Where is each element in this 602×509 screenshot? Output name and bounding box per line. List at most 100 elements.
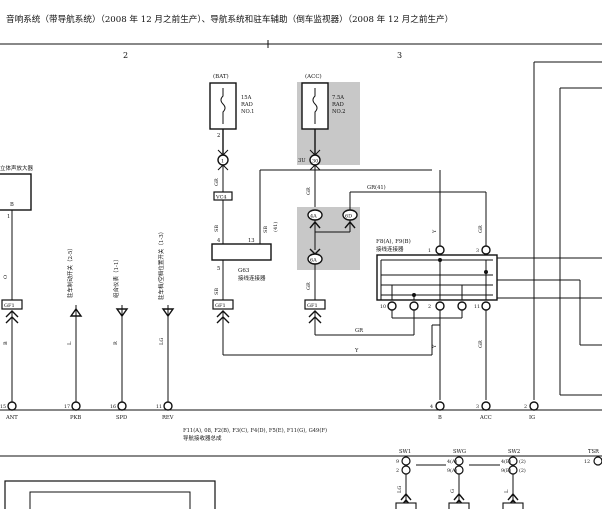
connector-gf1-b-label: GF1 — [307, 303, 318, 309]
pin-ig — [529, 401, 539, 411]
bottom-sw1: SW1 — [399, 449, 411, 455]
connector-gf1-amp — [1, 299, 23, 310]
connector-g63-name: G63 — [238, 268, 250, 274]
wire-sb41: (41) — [272, 222, 279, 232]
svg-text:VC4: VC4 — [215, 195, 227, 201]
bottom-n9: 9 — [396, 459, 399, 465]
bottom-f52: 4(B) — [501, 458, 511, 465]
f8-pin-top-2 — [481, 245, 491, 255]
f8-pin-top-1 — [435, 245, 445, 255]
connector-f8-desc: 接线连接器 — [376, 245, 404, 253]
wire-b: B — [3, 341, 9, 345]
pin-ig-num: 2 — [524, 404, 527, 410]
pin-ant-label: ANT — [5, 415, 18, 421]
bottom-a1: 4(A) — [447, 458, 457, 465]
svg-text:1: 1 — [428, 248, 431, 254]
wire-gr-bat: GR — [214, 178, 220, 186]
wire-gr-bottom: GR — [355, 328, 364, 334]
bottom-wire-g: G — [450, 489, 456, 493]
fuse-acc-name: RAD — [332, 102, 344, 108]
junction-dot-3 — [412, 293, 416, 297]
junction-6a-label: 6A — [310, 258, 317, 264]
bottom-swg: SWG — [453, 449, 466, 455]
fuse-acc-icon — [312, 88, 318, 124]
bottom-box-outer — [4, 480, 216, 509]
connector-gf1-amp-label: GF1 — [4, 303, 15, 309]
pin-pkb-label: PKB — [70, 415, 81, 421]
connector-gf1-b — [304, 299, 326, 310]
f8-pin-bot-5 — [481, 301, 491, 311]
pin-ant — [7, 401, 17, 411]
pin-acc-num: 3 — [476, 404, 479, 410]
bottom-pin-tsr — [593, 456, 602, 466]
junction-4a-label: 4A — [310, 214, 317, 220]
fuse-bat-icon — [220, 88, 226, 124]
svg-text:2: 2 — [428, 304, 431, 310]
pin-spd — [117, 401, 127, 411]
f8-pin-bot-1 — [387, 301, 397, 311]
diagram-title: 音响系统（带导航系统）（2008 年 12 月之前生产）、导航系统和驻车辅助（倒… — [6, 13, 453, 25]
svg-text:11: 11 — [474, 304, 480, 310]
svg-text:3: 3 — [476, 248, 479, 254]
wire-r: R — [113, 341, 119, 345]
wire-gr41: GR(41) — [367, 184, 386, 191]
wire-sb-3: SB — [214, 288, 220, 295]
svg-text:30: 30 — [312, 159, 318, 165]
bottom-pin-2a — [454, 456, 464, 466]
switch-rev-label: 驻车档/空档位置开关（1-3） — [157, 229, 165, 300]
pin-b-num: 4 — [430, 404, 433, 410]
receiver-name: 导航接收器总成 — [183, 434, 222, 442]
bottom-box-inner — [29, 491, 191, 509]
bottom-f53: 9(B) — [501, 467, 511, 474]
bottom-p1: (2) — [519, 458, 526, 465]
connector-g63-pin-b: 13 — [248, 238, 255, 244]
junction-dot-2 — [484, 270, 488, 274]
connector-gf1-a — [212, 299, 234, 310]
bottom-pin-3b — [508, 465, 518, 475]
f8-pin-bot-3 — [435, 301, 445, 311]
wire-y-bottom: Y — [354, 348, 359, 354]
connector-g63-desc: 接线连接器 — [238, 274, 266, 282]
bottom-p2: (2) — [519, 467, 526, 474]
svg-text:10: 10 — [380, 304, 386, 310]
fuse-bat-name: RAD — [241, 102, 253, 108]
wire-sb-2: SB — [263, 226, 269, 233]
wire-y-right: Y — [432, 344, 438, 349]
receiver-conns: F11(A), 08, F2(B), F3(C), F4(D), F5(E), … — [183, 427, 327, 434]
pin-acc-label: ACC — [479, 415, 492, 421]
bottom-sw2: SW2 — [508, 449, 520, 455]
f8-pin-bot-2 — [409, 301, 419, 311]
wire-gr-acc: GR — [306, 187, 312, 195]
f8-pin-bot-4 — [457, 301, 467, 311]
wire-gr-right: GR — [478, 340, 484, 348]
wire-l: L — [67, 341, 73, 345]
connector-g63-box — [211, 243, 272, 261]
column-2-label: 2 — [123, 51, 128, 60]
pin-rev-num: 11 — [156, 404, 162, 410]
amp-box — [0, 173, 32, 211]
wire-gr-top: GR — [478, 225, 484, 233]
wire-sb-1: SB — [214, 225, 220, 232]
connector-g63-pin-a: 4 — [217, 238, 221, 244]
wire-lg: LG — [159, 338, 165, 345]
switch-pkb-label: 驻车制动开关（2-5） — [66, 245, 74, 298]
svg-text:12: 12 — [584, 459, 590, 465]
pin-ant-num: 15 — [0, 404, 6, 410]
pin-rev-label: REV — [162, 415, 174, 421]
amp-pin: 1 — [7, 214, 10, 220]
pin-rev — [163, 401, 173, 411]
column-3-label: 3 — [397, 51, 402, 60]
pin-pkb — [71, 401, 81, 411]
switch-spd-label: 组合仪表（1-1） — [112, 256, 120, 298]
connector-gf1-a-label: GF1 — [215, 303, 226, 309]
pin-acc — [481, 401, 491, 411]
fuse-bat-rating: 15A — [241, 95, 252, 101]
bottom-pin-3a — [508, 456, 518, 466]
bottom-a2: 9(A) — [447, 467, 457, 474]
fuse-acc-no: NO.2 — [332, 109, 345, 115]
bottom-pin-2b — [454, 465, 464, 475]
junction-dot-1 — [438, 258, 442, 262]
fuse-acc-source: (ACC) — [305, 73, 322, 80]
bottom-pin-1b — [401, 465, 411, 475]
